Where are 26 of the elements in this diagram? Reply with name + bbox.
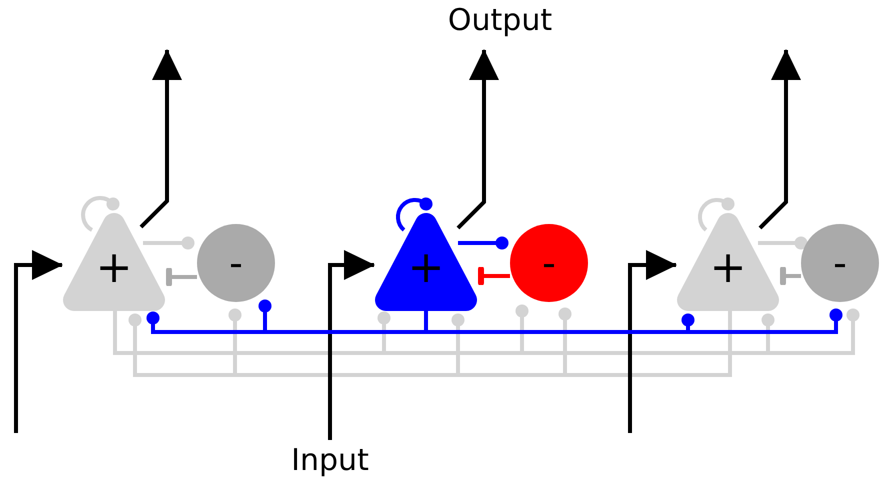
io-label: Output [448,6,552,36]
minus-sign: - [833,244,847,282]
connection-line [758,236,808,250]
plus-sign: + [96,246,132,290]
plus-sign: + [408,246,444,290]
arrow [328,250,375,440]
connection-line [113,308,860,355]
arrow [628,250,677,433]
plus-sign: + [710,246,746,290]
connection-line [166,267,197,287]
minus-sign: - [542,244,556,282]
arrow [456,49,499,230]
connection-line [143,236,194,250]
arrow [758,49,801,230]
io-label: Input [291,446,369,476]
connection-line [698,198,734,232]
connection-line [558,308,732,377]
connection-line [424,308,842,334]
connection-line [396,198,432,232]
connection-line [478,266,510,286]
minus-sign: - [229,244,243,282]
connection-line [458,236,508,250]
arrow [14,250,63,433]
arrow [140,49,182,228]
connection-line [81,196,120,232]
connection-line [780,266,801,286]
